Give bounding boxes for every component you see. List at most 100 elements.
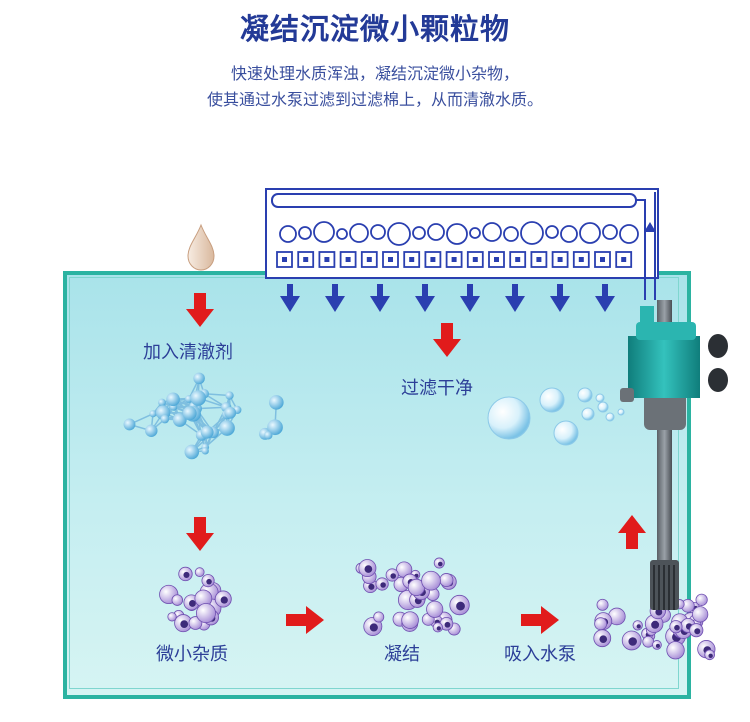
filter-media-bubble (412, 226, 426, 240)
particle-core (651, 620, 660, 629)
down-arrow-head (460, 296, 480, 312)
down-arrow-head (415, 296, 435, 312)
down-arrow-head (505, 296, 525, 312)
filter-media-bubble (469, 227, 481, 239)
molecule-atom (193, 372, 205, 385)
particle (167, 612, 177, 622)
molecule-atom (269, 395, 284, 410)
down-arrow-shaft (332, 284, 338, 298)
particle (596, 598, 609, 611)
particle-core (436, 626, 441, 631)
particle-cluster-icon (593, 593, 716, 661)
particle (594, 617, 608, 631)
filter-media-dot (409, 257, 415, 262)
molecule-atom (145, 424, 158, 437)
molecule-atom (182, 406, 197, 421)
down-arrow-shaft (467, 284, 473, 298)
molecule-atom (267, 419, 283, 436)
particle-core (636, 624, 641, 629)
particle (426, 600, 444, 618)
bubble (577, 387, 593, 403)
filter-media-bubble (349, 223, 369, 243)
filter-media-dot (366, 257, 372, 262)
particle-core (206, 578, 212, 585)
particle (642, 635, 655, 648)
subtitle-line-2: 使其通过水泵过滤到过滤棉上，从而清澈水质。 (206, 90, 543, 109)
down-arrow-shaft (377, 284, 383, 298)
filter-media-dot (472, 257, 478, 262)
page-title: 凝结沉淀微小颗粒物 (239, 12, 510, 46)
bubble (597, 401, 609, 413)
particle-cluster-icon (159, 566, 232, 633)
molecule-atom (225, 391, 234, 400)
filter-media-dot (494, 257, 499, 262)
particle-core (368, 583, 375, 590)
filter-media-bubble (619, 224, 639, 244)
down-arrow-head (370, 296, 390, 312)
particle-core (220, 596, 228, 604)
down-arrow-shaft (557, 284, 563, 298)
down-arrow-head (325, 296, 345, 312)
particle-core (369, 623, 378, 632)
particle (171, 594, 184, 606)
down-arrow-shaft (287, 284, 293, 298)
bubble (595, 393, 605, 403)
molecule-atom (158, 398, 166, 407)
molecule-atom (123, 418, 136, 431)
particle-core (364, 565, 373, 573)
filter-media-dot (324, 257, 330, 262)
particle-core (655, 608, 663, 616)
particle (439, 573, 454, 588)
bubble (487, 396, 531, 440)
red-arrow-shaft (441, 323, 453, 341)
filter-media-dot (430, 257, 436, 262)
filter-box-icon (265, 188, 659, 300)
label-pump-intake: 吸入水泵 (504, 644, 576, 665)
bubble-icon (487, 387, 625, 446)
particle-core (180, 620, 189, 629)
filter-media-bubble (370, 224, 386, 240)
filter-media-bubble (545, 225, 559, 239)
particle-core (708, 653, 713, 658)
filter-media-dot (451, 257, 457, 262)
filter-media-bubble (560, 225, 578, 243)
particle-core (674, 624, 680, 631)
molecule-atom (200, 425, 214, 439)
red-arrow-head (618, 515, 646, 533)
label-filter-clean: 过滤干净 (401, 378, 473, 399)
particle (666, 641, 685, 660)
filter-media-dot (600, 257, 605, 262)
filter-media-dot (515, 257, 521, 262)
molecule-atom (184, 444, 200, 460)
molecule-atom (224, 406, 237, 419)
filter-media-dot (536, 257, 542, 262)
down-arrow-head (550, 296, 570, 312)
molecule-atom (219, 420, 235, 436)
down-arrow-shaft (422, 284, 428, 298)
filter-media-dot (557, 257, 563, 262)
filter-media-bubble (279, 225, 297, 243)
bubble (539, 387, 565, 413)
filter-media-bubble (602, 224, 618, 240)
particle-core (437, 561, 443, 567)
filter-media-bubble (298, 226, 312, 240)
red-arrow-head (186, 309, 214, 327)
particle (692, 606, 709, 623)
red-arrow-shaft (194, 293, 206, 311)
particle-cluster-icon (355, 557, 470, 636)
process-arrows (186, 293, 646, 634)
filter-media-dot (388, 257, 393, 262)
filter-media-dot (282, 257, 287, 262)
particle (373, 611, 385, 623)
red-arrow-head (541, 606, 559, 634)
particle-core (380, 582, 386, 588)
filter-media-bubble (446, 223, 468, 245)
filter-media-dot (621, 257, 627, 262)
bubble (617, 408, 625, 416)
particle (195, 603, 216, 624)
filter-media-dot (303, 257, 309, 262)
particle (421, 570, 441, 591)
subtitle-line-1: 快速处理水质浑浊，凝结沉淀微小杂物， (230, 64, 519, 83)
particle (695, 593, 708, 606)
